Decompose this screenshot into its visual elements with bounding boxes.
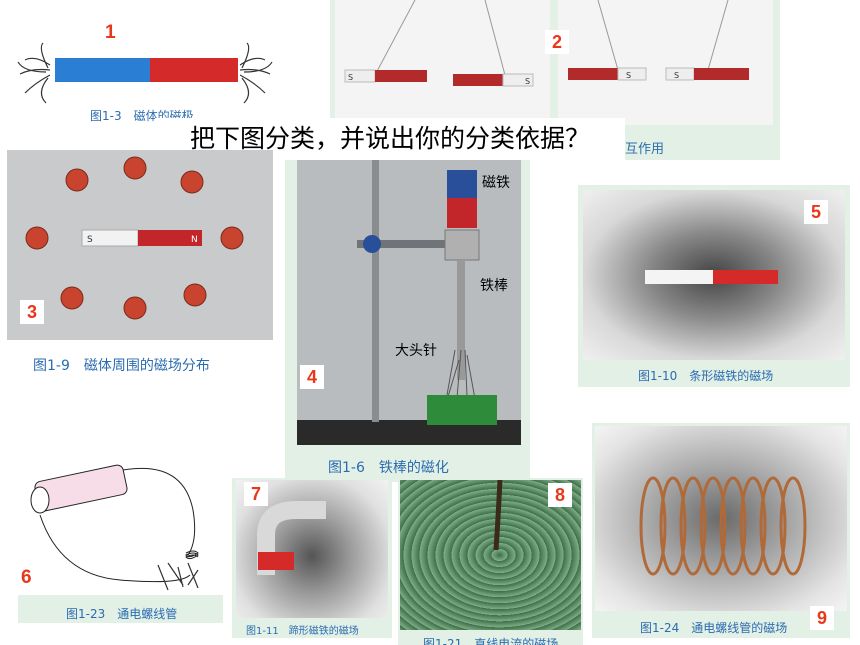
panel-caption-6: 图1-23 通电螺线管 [66, 607, 178, 621]
pins-label: 大头针 [395, 343, 437, 359]
compass-field-photo: S N [7, 150, 273, 340]
panel-caption-9: 图1-24 通电螺线管的磁场 [640, 621, 788, 635]
panel-caption-2: 互作用 [625, 142, 665, 157]
pole-label-s: S [348, 73, 353, 82]
panel-number-2: 2 [545, 30, 569, 54]
panel-number-4: 4 [300, 365, 324, 389]
panel-caption-8: 图1-21 直线电流的磁场 [423, 637, 559, 645]
panel-caption-7: 图1-11 蹄形磁铁的磁场 [246, 626, 359, 637]
bar-magnet-field-photo [583, 190, 845, 360]
panel-caption-3: 图1-9 磁体周围的磁场分布 [33, 358, 210, 374]
panel-number-8: 8 [548, 483, 572, 507]
panel-5: 5 图1-10 条形磁铁的磁场 [578, 185, 850, 387]
panel-7: 7 图1-11 蹄形磁铁的磁场 [232, 478, 392, 638]
pole-label-s: S [525, 77, 530, 86]
pole-label-n: N [191, 235, 198, 245]
panel-8: 8 图1-21 直线电流的磁场 [398, 478, 583, 645]
pole-label-s: S [87, 235, 93, 245]
panel-6: 6 图1-23 通电螺线管 [18, 445, 223, 623]
panel-caption-5: 图1-10 条形磁铁的磁场 [638, 369, 774, 383]
panel-9: 图1-24 通电螺线管的磁场 9 [592, 423, 850, 638]
iron-rod-label: 铁棒 [480, 278, 508, 294]
panel-caption-4: 图1-6 铁棒的磁化 [328, 460, 449, 476]
magnet-label: 磁铁 [482, 175, 510, 191]
panel-1: 1 图1-3 磁体的磁极 [10, 20, 280, 130]
magnetization-photo: 磁铁 铁棒 大头针 [297, 160, 521, 445]
bar-magnet-filings-image [17, 42, 273, 104]
magnet-interaction-photo-right: S S [558, 0, 773, 125]
solenoid-drawing [18, 445, 223, 595]
panel-number-3: 3 [20, 300, 44, 324]
pole-label-s: S [674, 71, 679, 80]
magnet-interaction-photo-left: S S [335, 0, 550, 125]
panel-number-9: 9 [810, 606, 834, 630]
panel-number-7: 7 [244, 482, 268, 506]
panel-3: S N 3 图1-9 磁体周围的磁场分布 [5, 150, 275, 380]
panel-4: 磁铁 铁棒 大头针 4 图1-6 铁棒的磁化 [285, 160, 530, 482]
solenoid-field-photo [595, 426, 847, 611]
panel-number-1: 1 [105, 22, 116, 43]
pole-label-s: S [626, 71, 631, 80]
panel-number-6: 6 [21, 567, 32, 588]
panel-number-5: 5 [804, 200, 828, 224]
